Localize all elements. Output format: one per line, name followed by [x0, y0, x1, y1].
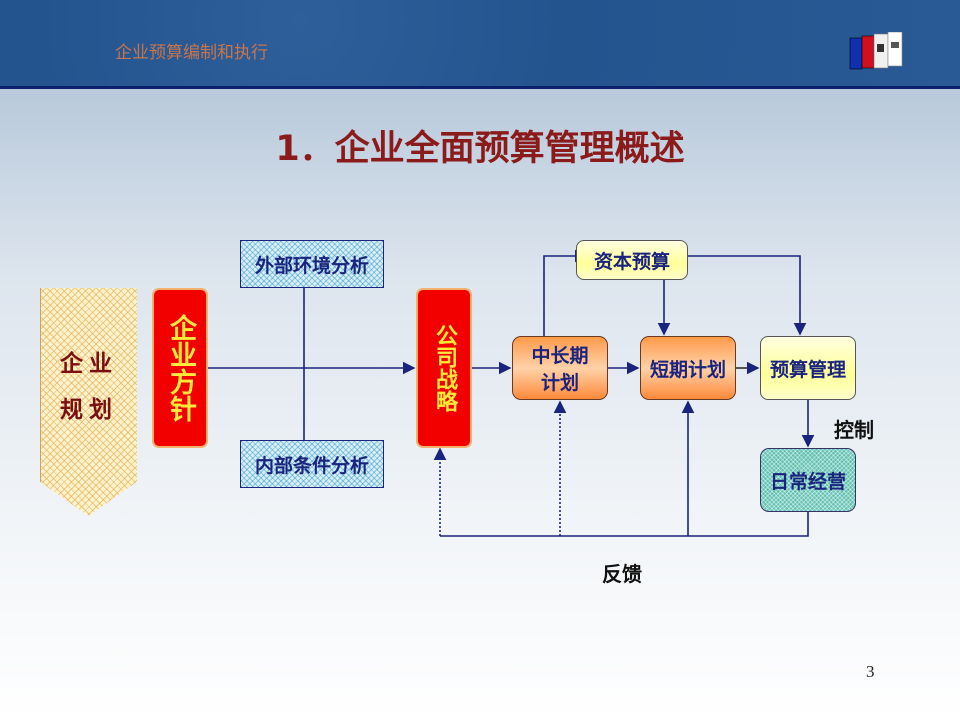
external-analysis-box: 外部环境分析 — [240, 240, 384, 288]
plan-line1: 企业 — [60, 351, 118, 377]
plan-line2: 规划 — [60, 397, 118, 423]
internal-analysis-box: 内部条件分析 — [240, 440, 384, 488]
enterprise-planning-banner: 企业 规划 — [40, 288, 137, 516]
books-icon — [849, 32, 903, 70]
slide-title: 1．企业全面预算管理概述 — [275, 129, 685, 169]
mid-long-term-plan-box: 中长期计划 — [512, 336, 608, 400]
page-number: 3 — [866, 662, 875, 681]
header-title: 企业预算编制和执行 — [115, 43, 268, 63]
capital-budget-box: 资本预算 — [576, 240, 688, 280]
daily-operations-box: 日常经营 — [760, 448, 856, 512]
control-label: 控制 — [834, 418, 874, 442]
enterprise-policy-box: 企业方针 — [152, 288, 208, 448]
budget-management-box: 预算管理 — [760, 336, 856, 400]
feedback-label: 反馈 — [602, 562, 642, 586]
short-term-plan-box: 短期计划 — [640, 336, 736, 400]
header-band: 企业预算编制和执行 — [0, 0, 960, 89]
company-strategy-box: 公司战略 — [416, 288, 472, 448]
